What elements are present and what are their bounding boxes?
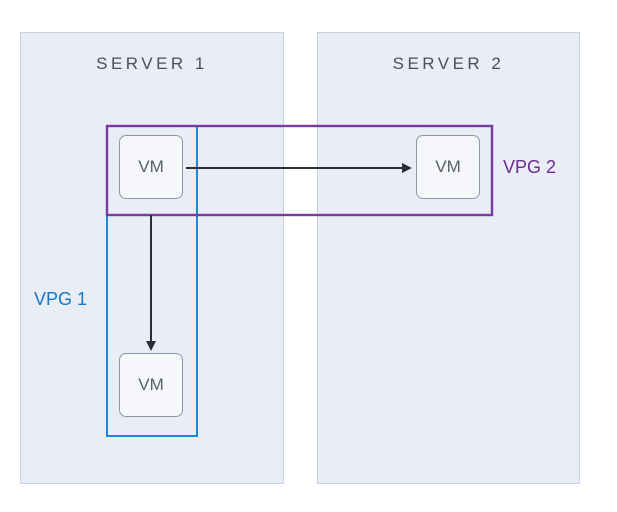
vpg-1-label: VPG 1: [34, 289, 88, 309]
vm-node-server-1-target: VM: [119, 353, 183, 417]
vm-node-source: VM: [119, 135, 183, 199]
vpg-2-label: VPG 2: [503, 157, 557, 177]
server-2-box: SERVER 2: [317, 32, 580, 484]
server-1-title: SERVER 1: [96, 54, 208, 73]
vm-node-server-2: VM: [416, 135, 480, 199]
server-2-title: SERVER 2: [392, 54, 505, 73]
